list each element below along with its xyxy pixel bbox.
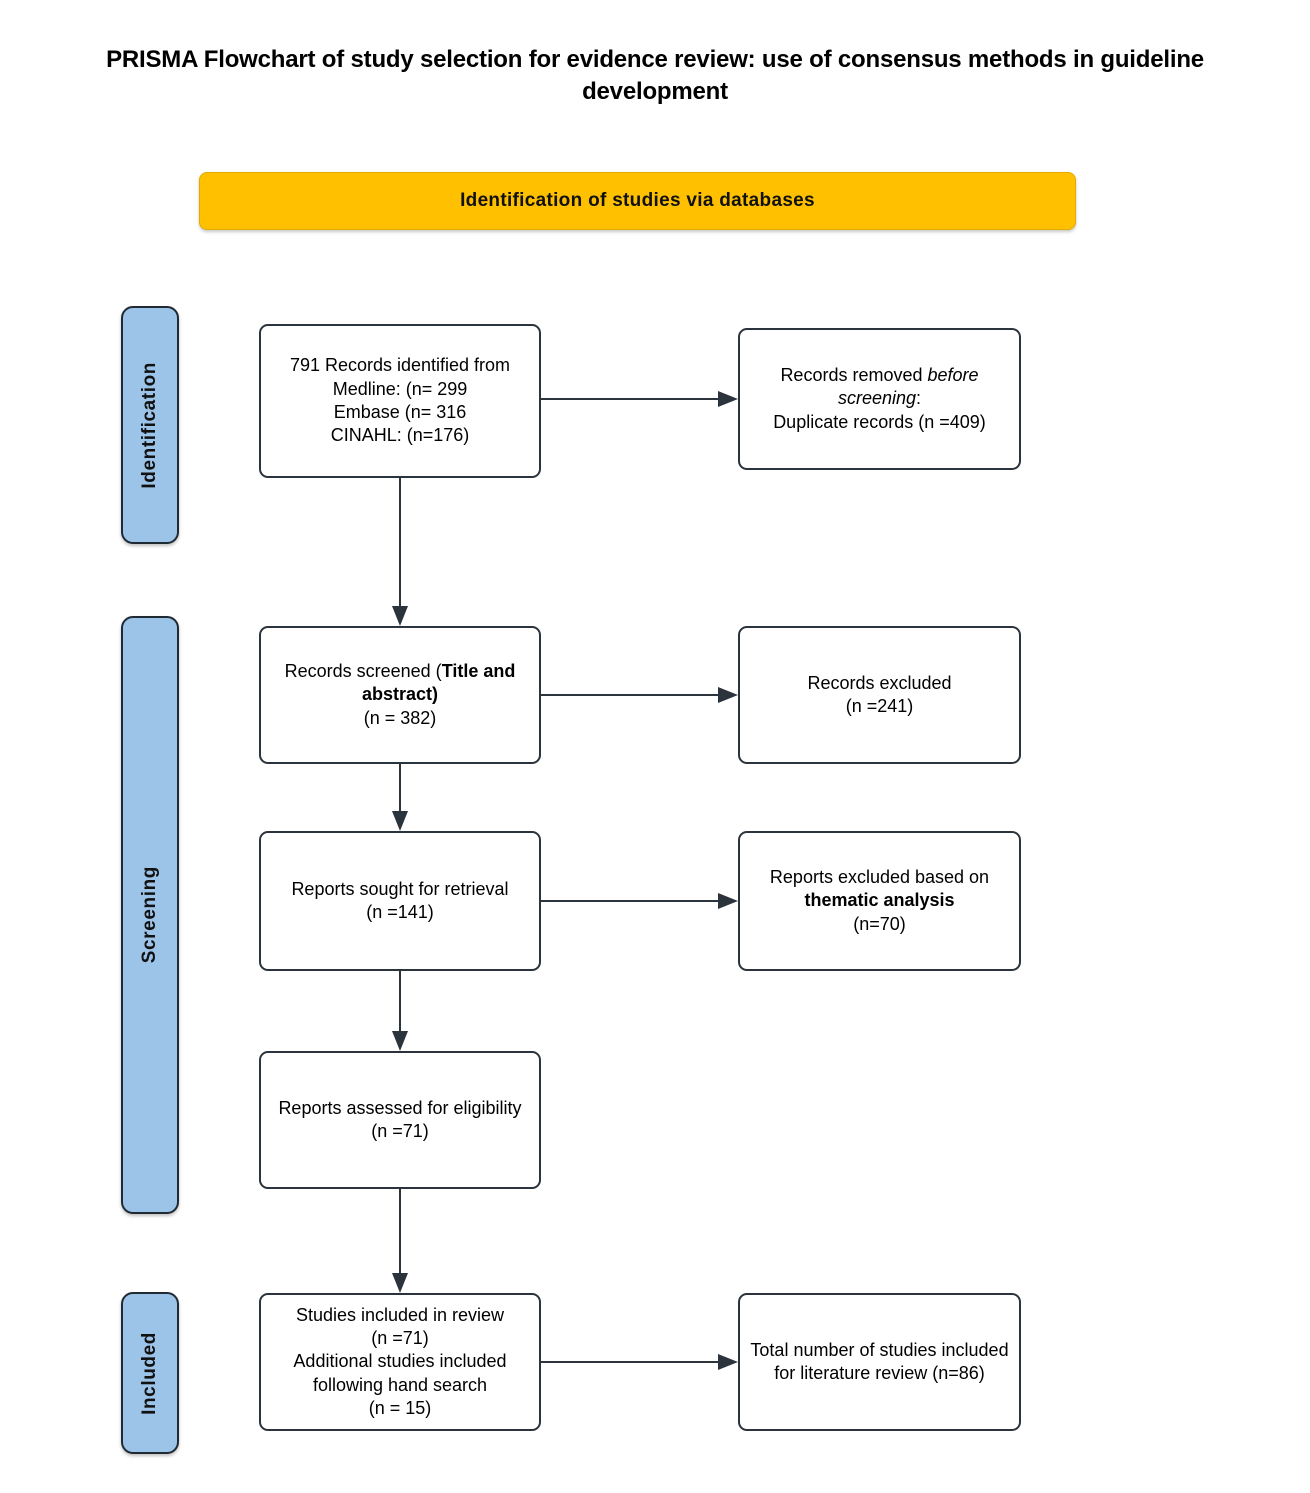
reports-excluded-count: (n=70) (853, 913, 906, 934)
records-excluded-count: (n =241) (845, 696, 914, 716)
reports-excluded-prefix: Reports excluded based on (769, 866, 990, 887)
page-title: PRISMA Flowchart of study selection for … (106, 46, 1204, 106)
box-records-identified: 791 Records identified from Medline: (n=… (259, 324, 541, 478)
records-identified-line-1: 791 Records identified from (289, 355, 511, 376)
records-screened-heading: Records screened (Title and abstract) (271, 660, 529, 707)
records-identified-line-3: Embase (n= 316 (333, 402, 467, 422)
records-screened-emphasis: Title and abstract) (361, 660, 516, 705)
arrow-screened-to-sought (392, 764, 408, 831)
records-removed-heading: Records removed before screening: (750, 364, 1009, 411)
box-total-studies: Total number of studies included for lit… (738, 1293, 1021, 1431)
box-studies-included: Studies included in review (n =71) Addit… (259, 1293, 541, 1431)
box-reports-sought: Reports sought for retrieval (n =141) (259, 831, 541, 971)
reports-assessed-count: (n =71) (371, 1121, 429, 1141)
records-screened-prefix: Records screened ( (284, 660, 442, 681)
box-records-removed: Records removed before screening: Duplic… (738, 328, 1021, 470)
section-banner-label: Identification of studies via databases (460, 190, 815, 211)
reports-sought-count: (n =141) (366, 902, 434, 922)
arrow-identified-to-removed (541, 391, 738, 407)
studies-included-count-2: (n = 15) (368, 1398, 432, 1419)
studies-included-line-1: Studies included in review (295, 1304, 505, 1325)
arrow-screened-to-excluded (541, 687, 738, 703)
arrow-assessed-to-included (392, 1189, 408, 1293)
records-removed-duplicates: Duplicate records (n =409) (773, 411, 986, 432)
records-removed-colon: : (916, 388, 922, 409)
studies-included-line-2: Additional studies included following ha… (293, 1351, 507, 1395)
box-records-screened: Records screened (Title and abstract) (n… (259, 626, 541, 764)
arrow-sought-to-excluded-thematic (541, 893, 738, 909)
box-records-excluded: Records excluded (n =241) (738, 626, 1021, 764)
records-identified-line-2: Medline: (n= 299 (332, 378, 468, 399)
section-banner-identification: Identification of studies via databases (199, 172, 1076, 230)
records-removed-emphasis: before screening (837, 364, 979, 409)
reports-sought-line-1: Reports sought for retrieval (291, 878, 509, 899)
reports-excluded-heading: Reports excluded based on thematic analy… (750, 866, 1009, 913)
reports-assessed-line-1: Reports assessed for eligibility (278, 1097, 522, 1118)
arrow-sought-to-assessed (392, 971, 408, 1051)
box-reports-assessed: Reports assessed for eligibility (n =71) (259, 1051, 541, 1189)
records-screened-count: (n = 382) (363, 707, 437, 728)
phase-label-screening: Screening (121, 616, 179, 1214)
box-reports-excluded-thematic: Reports excluded based on thematic analy… (738, 831, 1021, 971)
phase-label-identification: Identification (121, 306, 179, 544)
records-excluded-line-1: Records excluded (807, 672, 952, 693)
reports-excluded-emphasis: thematic analysis (804, 890, 955, 911)
arrow-included-to-total (541, 1354, 738, 1370)
arrow-identified-to-screened (392, 478, 408, 626)
total-studies-line-1: Total number of studies included for lit… (750, 1339, 1009, 1383)
studies-included-count-1: (n =71) (371, 1327, 429, 1348)
phase-label-included: Included (121, 1292, 179, 1454)
records-identified-line-4: CINAHL: (n=176) (330, 425, 470, 446)
records-removed-prefix: Records removed (780, 364, 928, 385)
